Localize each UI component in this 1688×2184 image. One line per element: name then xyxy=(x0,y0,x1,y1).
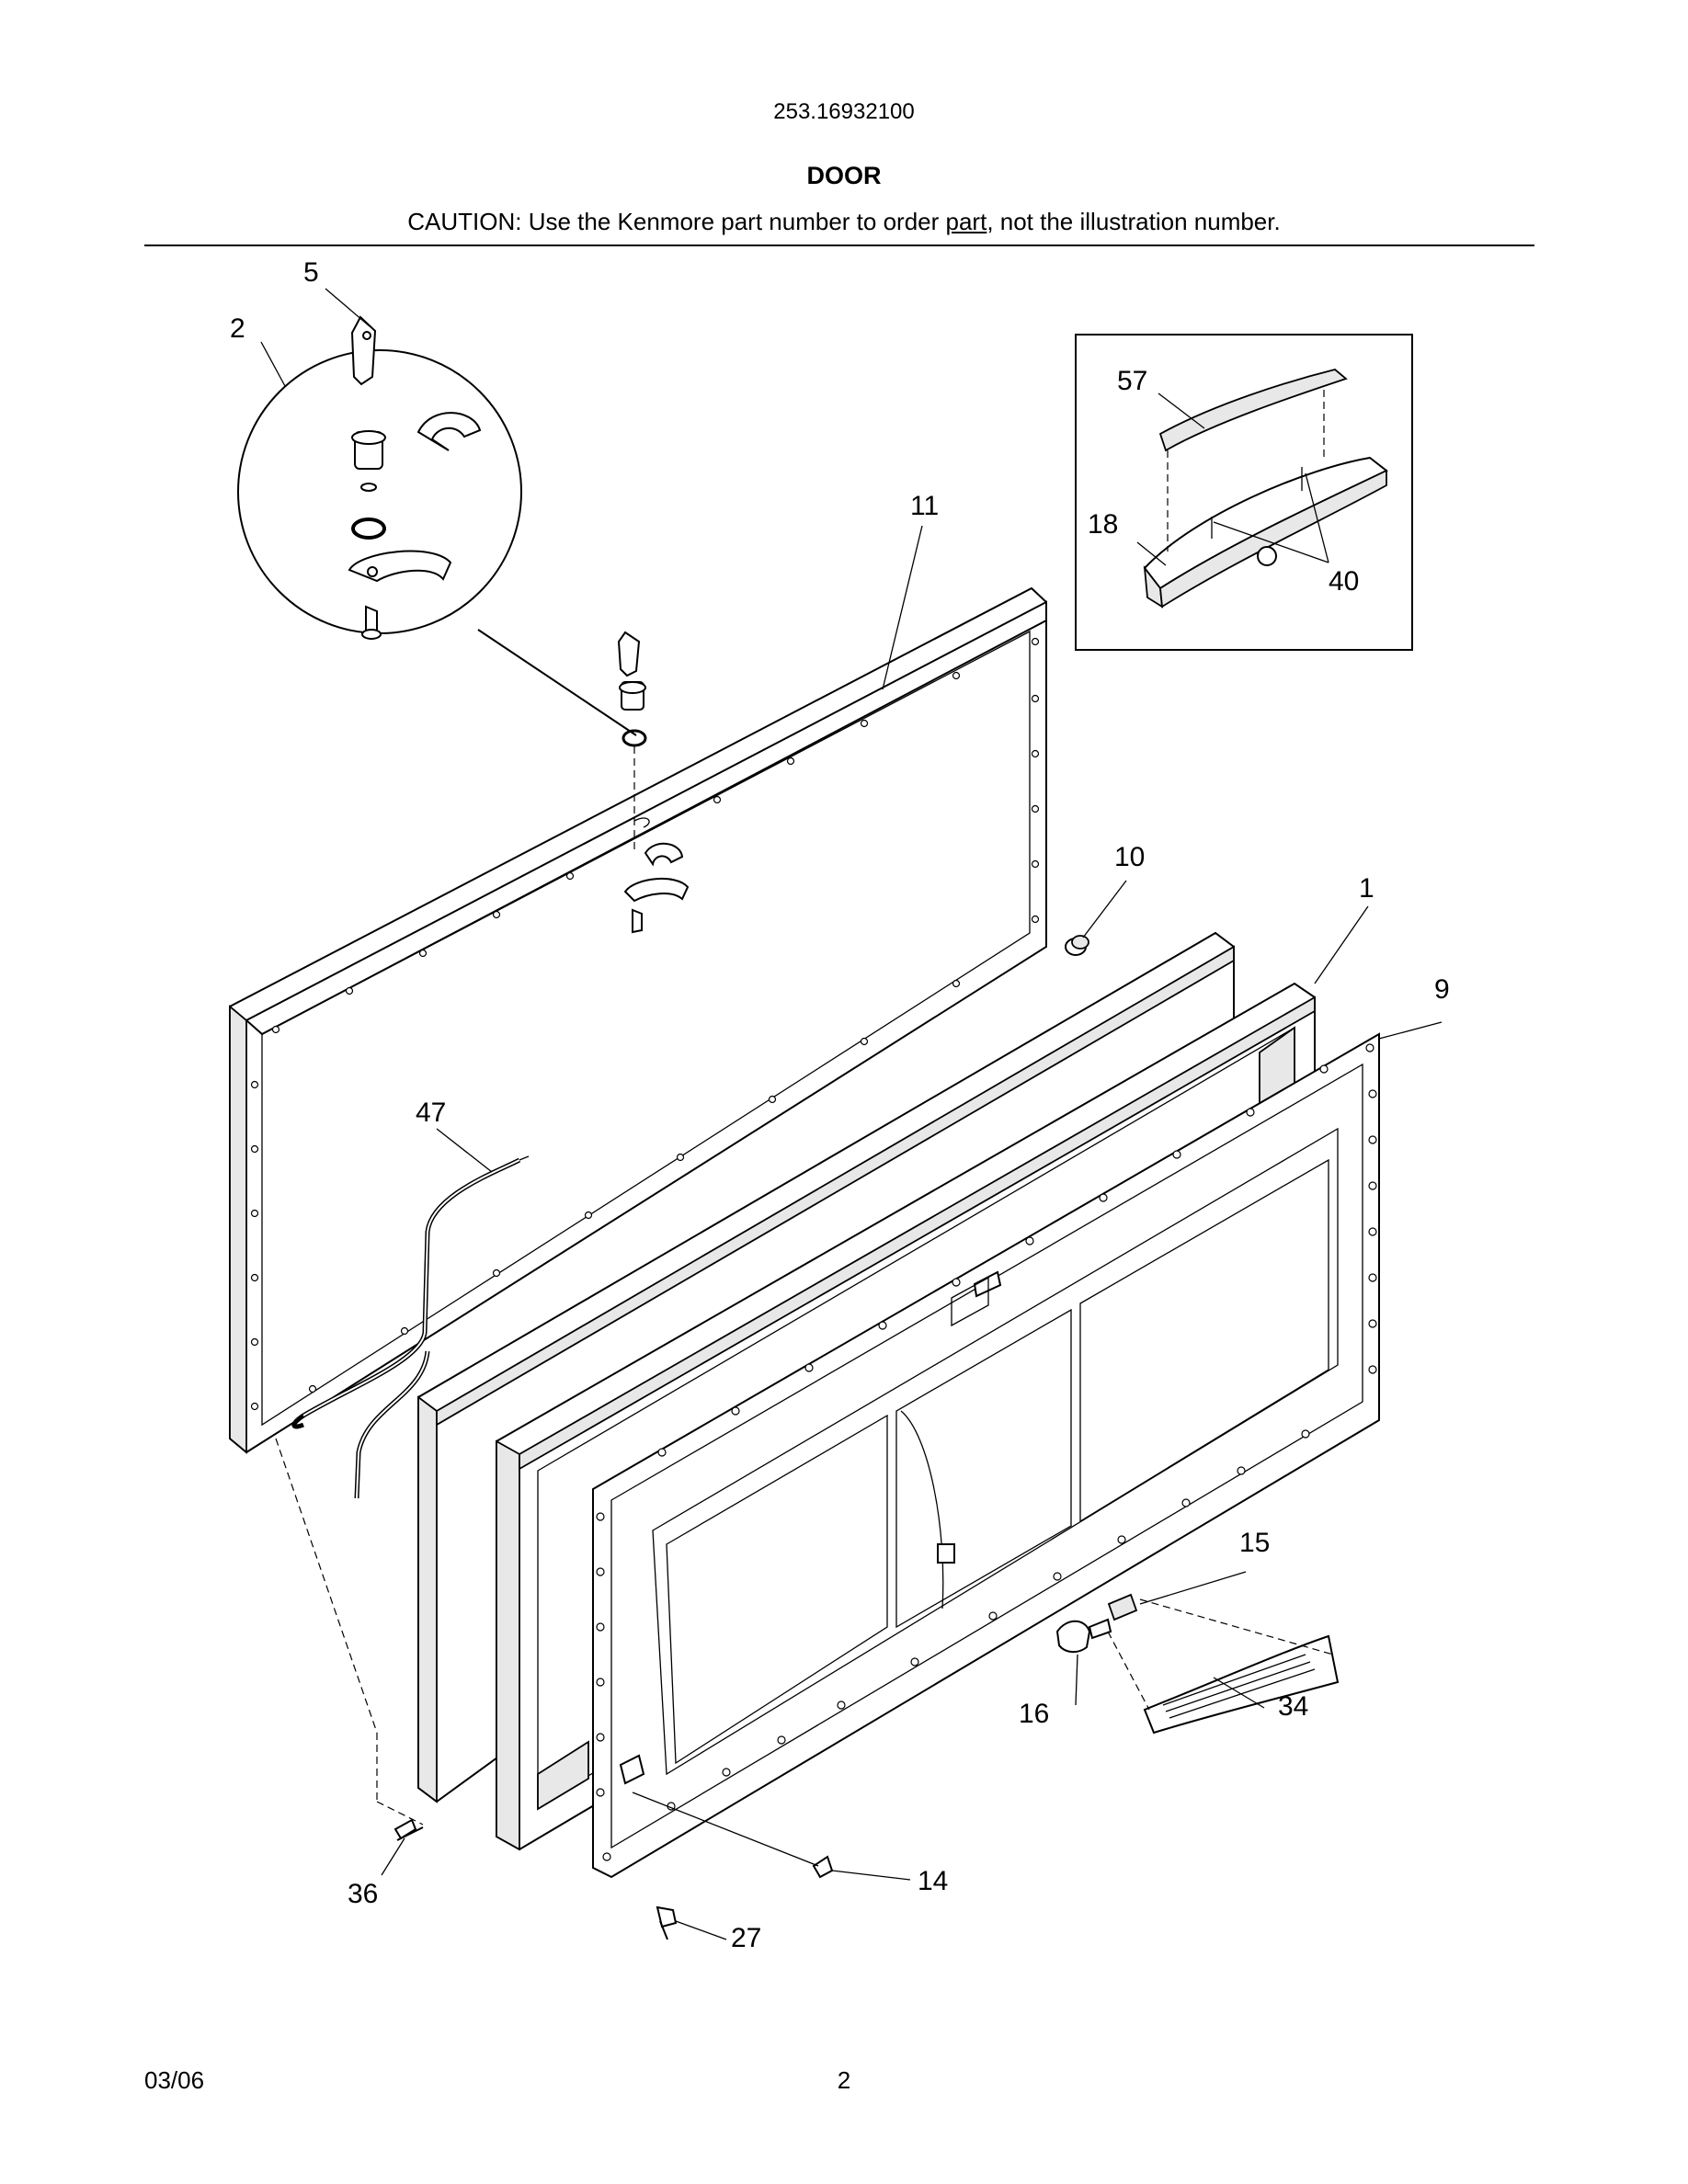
small-parts xyxy=(393,935,1340,1940)
callout-11: 11 xyxy=(910,491,939,521)
callout-14: 14 xyxy=(918,1866,948,1896)
callout-15: 15 xyxy=(1239,1528,1270,1558)
hinge-hardware xyxy=(477,629,690,934)
leader-lines xyxy=(260,288,1443,1940)
caution-underlined-word: part xyxy=(945,208,987,235)
caution-text-start: CAUTION: Use the Kenmore part number to … xyxy=(407,208,946,235)
lock-detail-circle xyxy=(237,315,522,640)
callout-16: 16 xyxy=(1019,1699,1049,1729)
footer-page-number: 2 xyxy=(837,2066,851,2094)
inner-panel xyxy=(229,586,1047,1454)
assembly-guides xyxy=(275,1438,1334,1826)
callout-9: 9 xyxy=(1434,974,1450,1005)
callout-34: 34 xyxy=(1278,1691,1308,1722)
callout-2: 2 xyxy=(230,313,245,344)
callout-40: 40 xyxy=(1329,566,1359,597)
callout-1: 1 xyxy=(1359,873,1374,904)
panel-screw-holes xyxy=(250,637,1040,1411)
handle-detail-box xyxy=(1075,334,1413,651)
callout-36: 36 xyxy=(348,1879,378,1909)
door-liner xyxy=(592,1032,1380,1879)
model-number: 253.16932100 xyxy=(773,99,915,124)
callout-18: 18 xyxy=(1088,509,1118,540)
heater-wire xyxy=(291,1155,530,1499)
footer-date-code: 03/06 xyxy=(144,2066,205,2094)
section-title: DOOR xyxy=(806,162,882,189)
header-divider xyxy=(144,245,1534,246)
callout-57: 57 xyxy=(1117,366,1147,396)
liner-screw-holes xyxy=(596,1043,1377,1861)
caution-text-end: , not the illustration number. xyxy=(987,208,1281,235)
caution-note: CAUTION: Use the Kenmore part number to … xyxy=(0,208,1688,236)
callout-10: 10 xyxy=(1114,842,1145,872)
callout-47: 47 xyxy=(416,1098,446,1128)
callout-5: 5 xyxy=(303,257,319,288)
callout-numbers: 5 2 57 18 40 11 10 1 9 47 15 16 34 14 36… xyxy=(230,257,1450,1953)
callout-27: 27 xyxy=(731,1923,761,1953)
